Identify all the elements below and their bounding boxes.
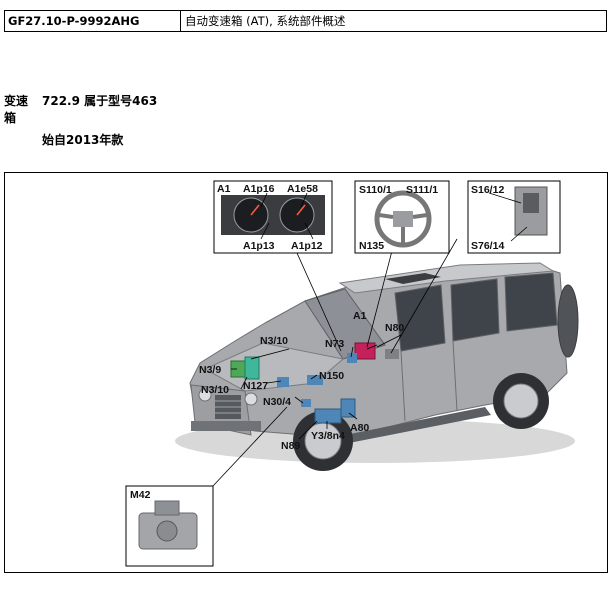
callout-n3-9: N3/9 (199, 364, 221, 376)
callout-a1: A1 (353, 310, 367, 322)
model-year-note: 始自2013年款 (42, 133, 124, 147)
callout-n3-10-bottom: N3/10 (201, 384, 229, 396)
callout-n3-10-top: N3/10 (260, 335, 288, 347)
vehicle-illustration: A1 A1p16 A1e58 A1p13 A1p12 S110/1 S111/1… (125, 180, 579, 567)
document-title: 自动变速箱 (AT), 系统部件概述 (185, 14, 346, 28)
callout-n89: N89 (281, 440, 300, 452)
label-a1p12: A1p12 (291, 240, 323, 252)
component-n150 (307, 375, 323, 385)
inset-shifter: S16/12 S76/14 (467, 180, 561, 254)
leader-lines (212, 238, 458, 487)
label-a1p13: A1p13 (243, 240, 275, 252)
inset-m42-motor: M42 (125, 485, 214, 567)
component-n30-4 (301, 399, 311, 407)
label-a1e58: A1e58 (287, 183, 318, 195)
transmission-model: 722.9 属于型号463 (42, 94, 158, 108)
callout-n30-4: N30/4 (263, 396, 291, 408)
label-a1-cluster: A1 (217, 183, 231, 195)
transmission-components (230, 342, 376, 424)
callout-y3-8n4: Y3/8n4 (311, 430, 345, 442)
callout-a80: A80 (350, 422, 369, 434)
label-m42: M42 (130, 489, 151, 501)
callout-n73: N73 (325, 338, 344, 350)
component-n127 (277, 377, 289, 387)
label-s110-1: S110/1 (359, 184, 392, 196)
callout-n80: N80 (385, 322, 404, 334)
component-y3-8n4 (314, 408, 342, 424)
document-code: GF27.10-P-9992AHG (5, 11, 181, 31)
document-header: GF27.10-P-9992AHG 自动变速箱 (AT), 系统部件概述 (4, 10, 607, 32)
callout-n150: N150 (319, 370, 344, 382)
component-a80 (340, 398, 356, 418)
label-n135: N135 (359, 240, 384, 252)
component-a1 (354, 342, 376, 360)
transmission-label: 变速箱 (4, 94, 29, 125)
component-overview-figure: A1 A1p16 A1e58 A1p13 A1p12 S110/1 S111/1… (4, 172, 608, 573)
inset-steering-wheel: S110/1 S111/1 N135 (354, 180, 450, 254)
label-a1p16: A1p16 (243, 183, 275, 195)
vehicle-callouts: A1 N80 N73 N3/10 N3/9 N3/10 N127 N150 N3… (199, 310, 404, 452)
component-n73 (347, 353, 357, 363)
component-n3-10 (244, 356, 260, 380)
label-s76-14: S76/14 (471, 240, 504, 252)
inset-instrument-cluster: A1 A1p16 A1e58 A1p13 A1p12 (213, 180, 333, 254)
label-s111-1: S111/1 (406, 184, 438, 196)
label-s16-12: S16/12 (471, 184, 504, 196)
callout-n127: N127 (243, 380, 268, 392)
vehicle-body (175, 262, 579, 471)
